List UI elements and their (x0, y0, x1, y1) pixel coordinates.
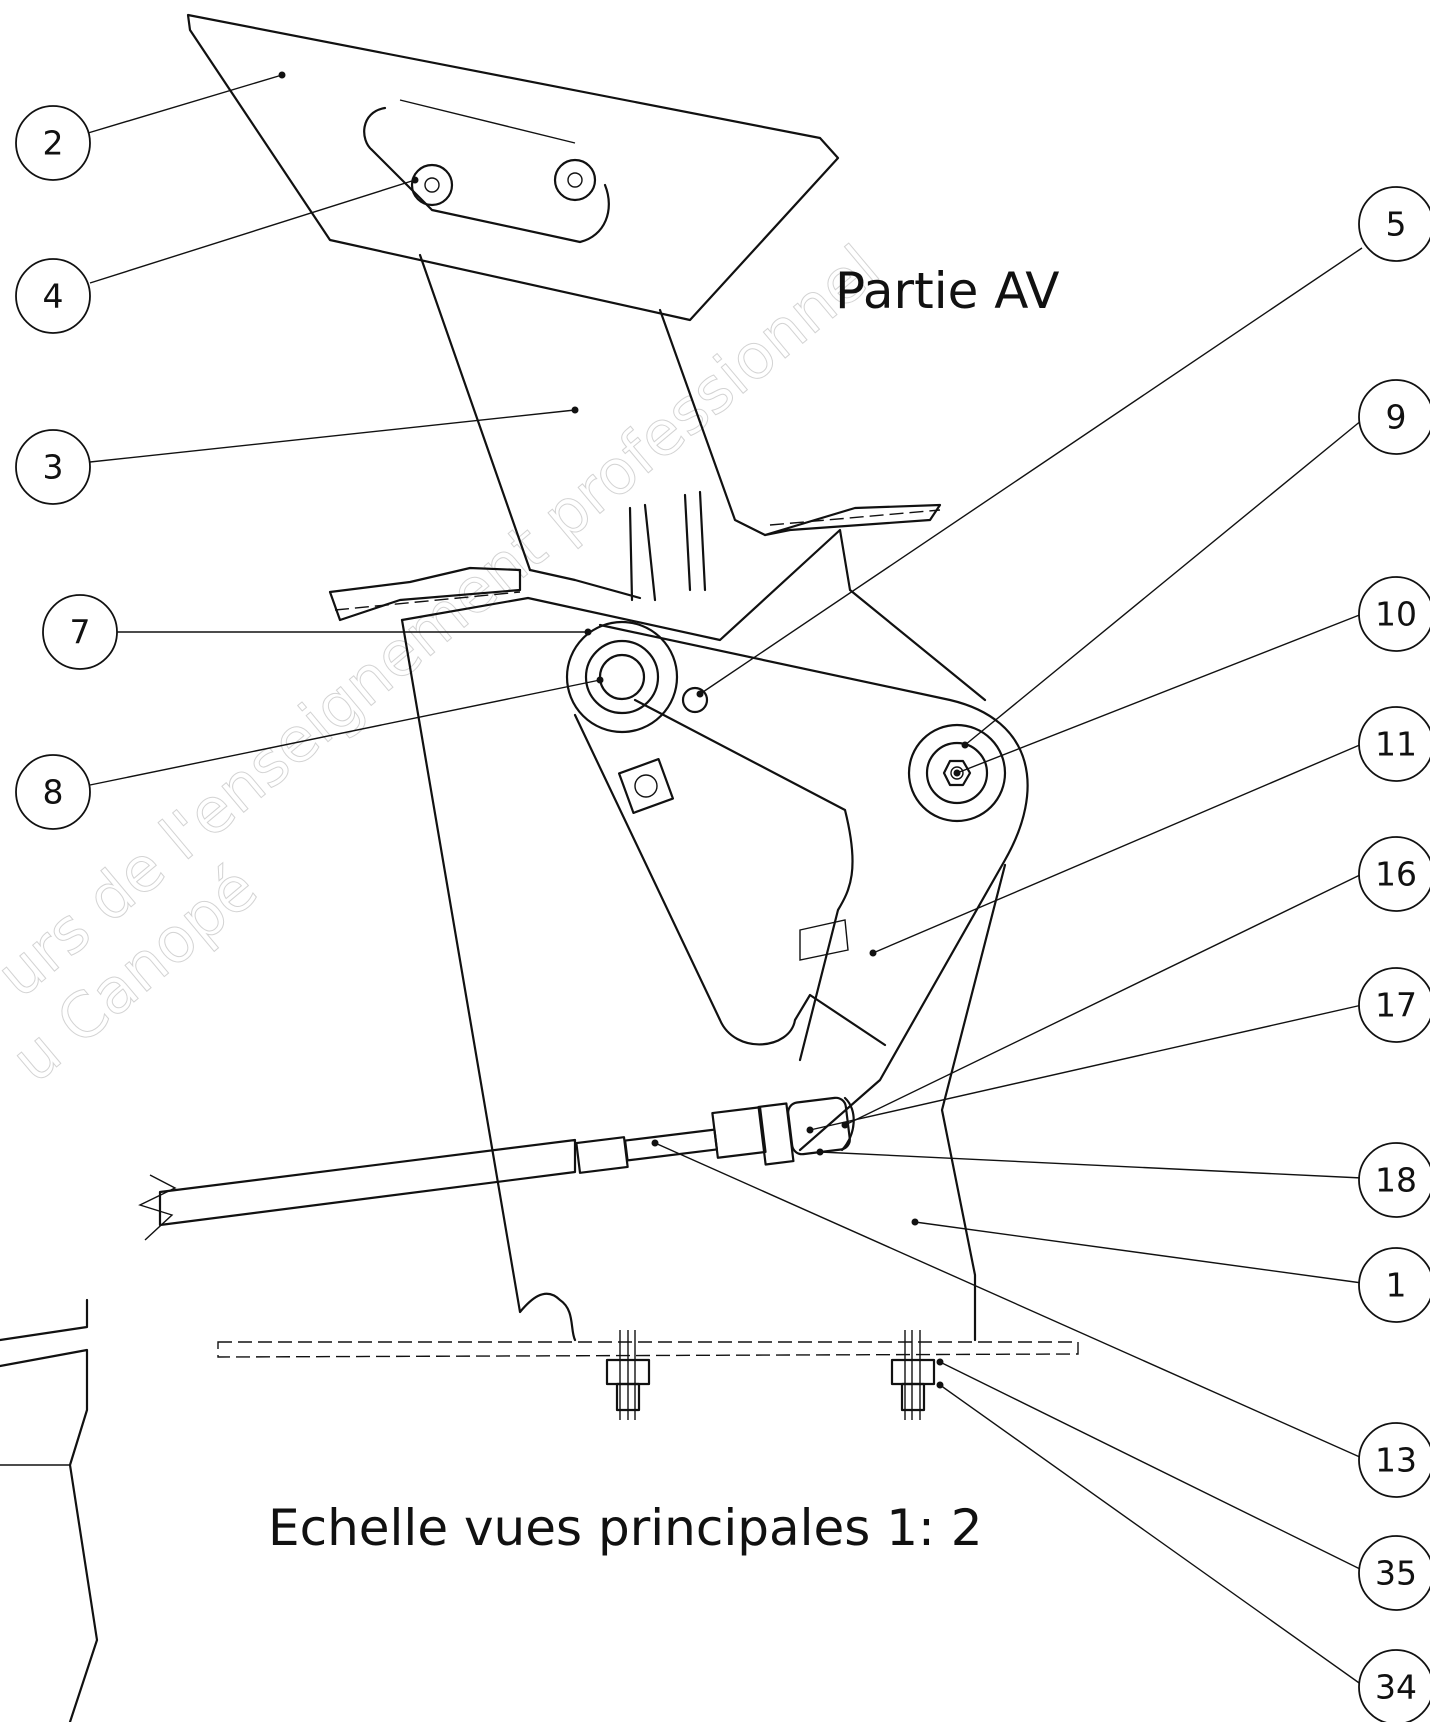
balloon-10: 10 (1358, 576, 1430, 652)
balloon-35: 35 (1358, 1535, 1430, 1611)
balloon-3: 3 (15, 429, 91, 505)
pivot-10 (907, 723, 1007, 823)
balloon-35-label: 35 (1375, 1554, 1417, 1593)
balloon-7: 7 (42, 594, 118, 670)
scale-note: Echelle vues principales 1: 2 (268, 1499, 983, 1557)
balloon-13-label: 13 (1375, 1441, 1417, 1480)
balloon-5-label: 5 (1386, 205, 1407, 244)
balloon-1-label: 1 (1386, 1266, 1407, 1305)
balloon-16-label: 16 (1375, 855, 1417, 894)
balloon-4: 4 (15, 258, 91, 334)
balloon-2-label: 2 (43, 124, 64, 163)
balloon-7-label: 7 (70, 613, 91, 652)
balloon-3-label: 3 (43, 448, 64, 487)
balloon-1: 1 (1358, 1247, 1430, 1323)
balloon-8-label: 8 (43, 773, 64, 812)
balloon-18: 18 (1358, 1142, 1430, 1218)
balloon-17: 17 (1358, 967, 1430, 1043)
balloon-9: 9 (1358, 379, 1430, 455)
balloon-11-label: 11 (1375, 725, 1417, 764)
balloon-13: 13 (1358, 1422, 1430, 1498)
pivot-8 (565, 620, 709, 734)
watermark: urs de l'enseignement professionnel u Ca… (0, 231, 894, 1097)
balloon-8: 8 (15, 754, 91, 830)
view-title: Partie AV (835, 262, 1059, 320)
watermark-line1: urs de l'enseignement professionnel (0, 231, 893, 1011)
balloon-16: 16 (1358, 836, 1430, 912)
part-2-plate (186, 13, 840, 322)
part-1-body (328, 503, 1007, 1342)
balloon-34-label: 34 (1375, 1668, 1417, 1707)
balloon-9-label: 9 (1386, 398, 1407, 437)
balloon-34: 34 (1358, 1649, 1430, 1722)
balloon-17-label: 17 (1375, 986, 1417, 1025)
floor-plate (217, 1330, 1079, 1420)
balloon-11: 11 (1358, 706, 1430, 782)
balloon-10-label: 10 (1375, 595, 1417, 634)
balloon-5: 5 (1358, 186, 1430, 262)
part-11-lever (573, 623, 1029, 1152)
balloon-2: 2 (15, 105, 91, 181)
left-partial-view (0, 1298, 99, 1722)
balloon-4-label: 4 (43, 277, 64, 316)
part-3-column (418, 253, 767, 602)
leader-lines (87, 71, 1363, 1686)
part-13-cable (138, 1096, 855, 1241)
balloon-18-label: 18 (1375, 1161, 1417, 1200)
